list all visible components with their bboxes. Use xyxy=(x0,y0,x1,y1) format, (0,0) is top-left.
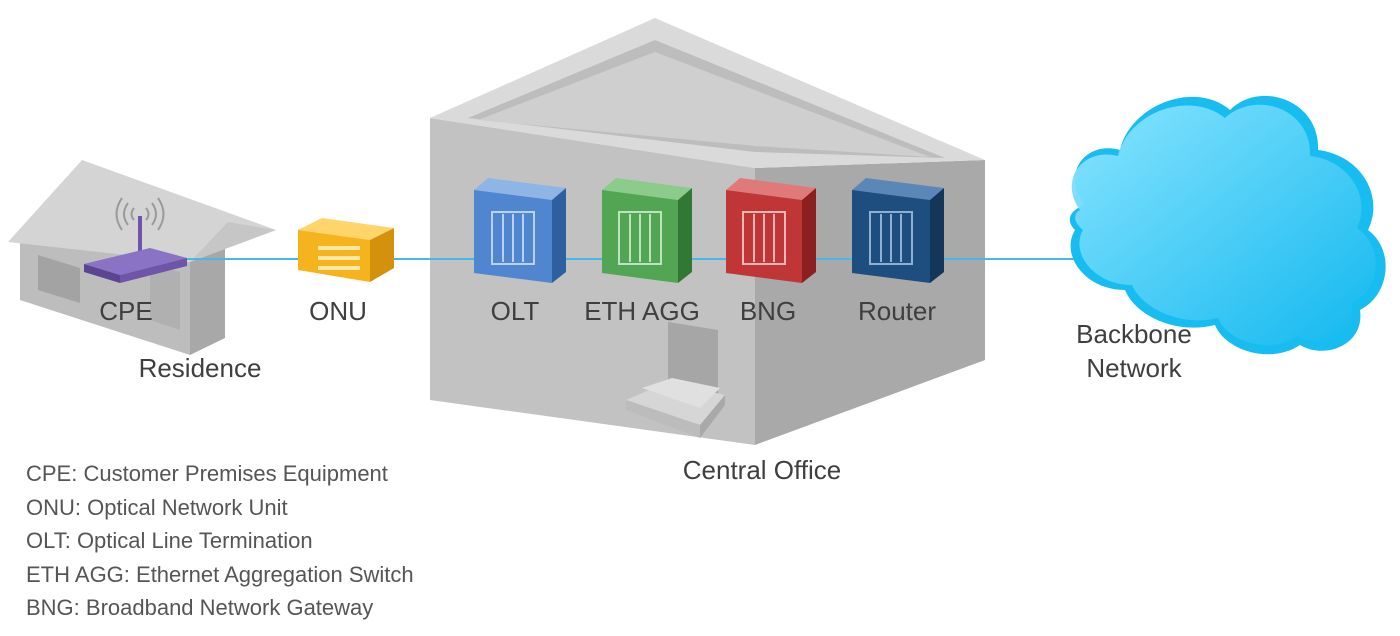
legend-item-cpe: CPE: Customer Premises Equipment xyxy=(26,461,388,486)
router-device xyxy=(852,178,944,283)
backbone-label: Backbone xyxy=(1076,319,1192,349)
onu-label: ONU xyxy=(309,296,367,326)
eth-agg-device xyxy=(602,178,692,283)
cloud-icon xyxy=(1069,95,1386,355)
network-label: Network xyxy=(1086,353,1182,383)
eth-agg-label: ETH AGG xyxy=(584,296,700,326)
legend-item-bng: BNG: Broadband Network Gateway xyxy=(26,595,374,620)
legend-item-onu: ONU: Optical Network Unit xyxy=(26,494,288,520)
router-label: Router xyxy=(857,296,937,326)
olt-label: OLT xyxy=(490,296,540,326)
legend-item-olt: OLT: Optical Line Termination xyxy=(26,528,313,553)
bng-device xyxy=(726,178,816,283)
bng-label: BNG xyxy=(739,296,797,326)
wifi-icon xyxy=(115,197,165,231)
cpe-label: CPE xyxy=(99,296,153,326)
cpe-device xyxy=(84,197,187,283)
onu-device xyxy=(298,218,394,282)
olt-device xyxy=(474,178,566,283)
central-office-label: Central Office xyxy=(682,455,842,485)
residence-label: Residence xyxy=(138,353,262,383)
legend: CPE: Customer Premises Equipment ONU: Op… xyxy=(26,457,414,625)
legend-item-eth-agg: ETH AGG: Ethernet Aggregation Switch xyxy=(26,561,414,587)
